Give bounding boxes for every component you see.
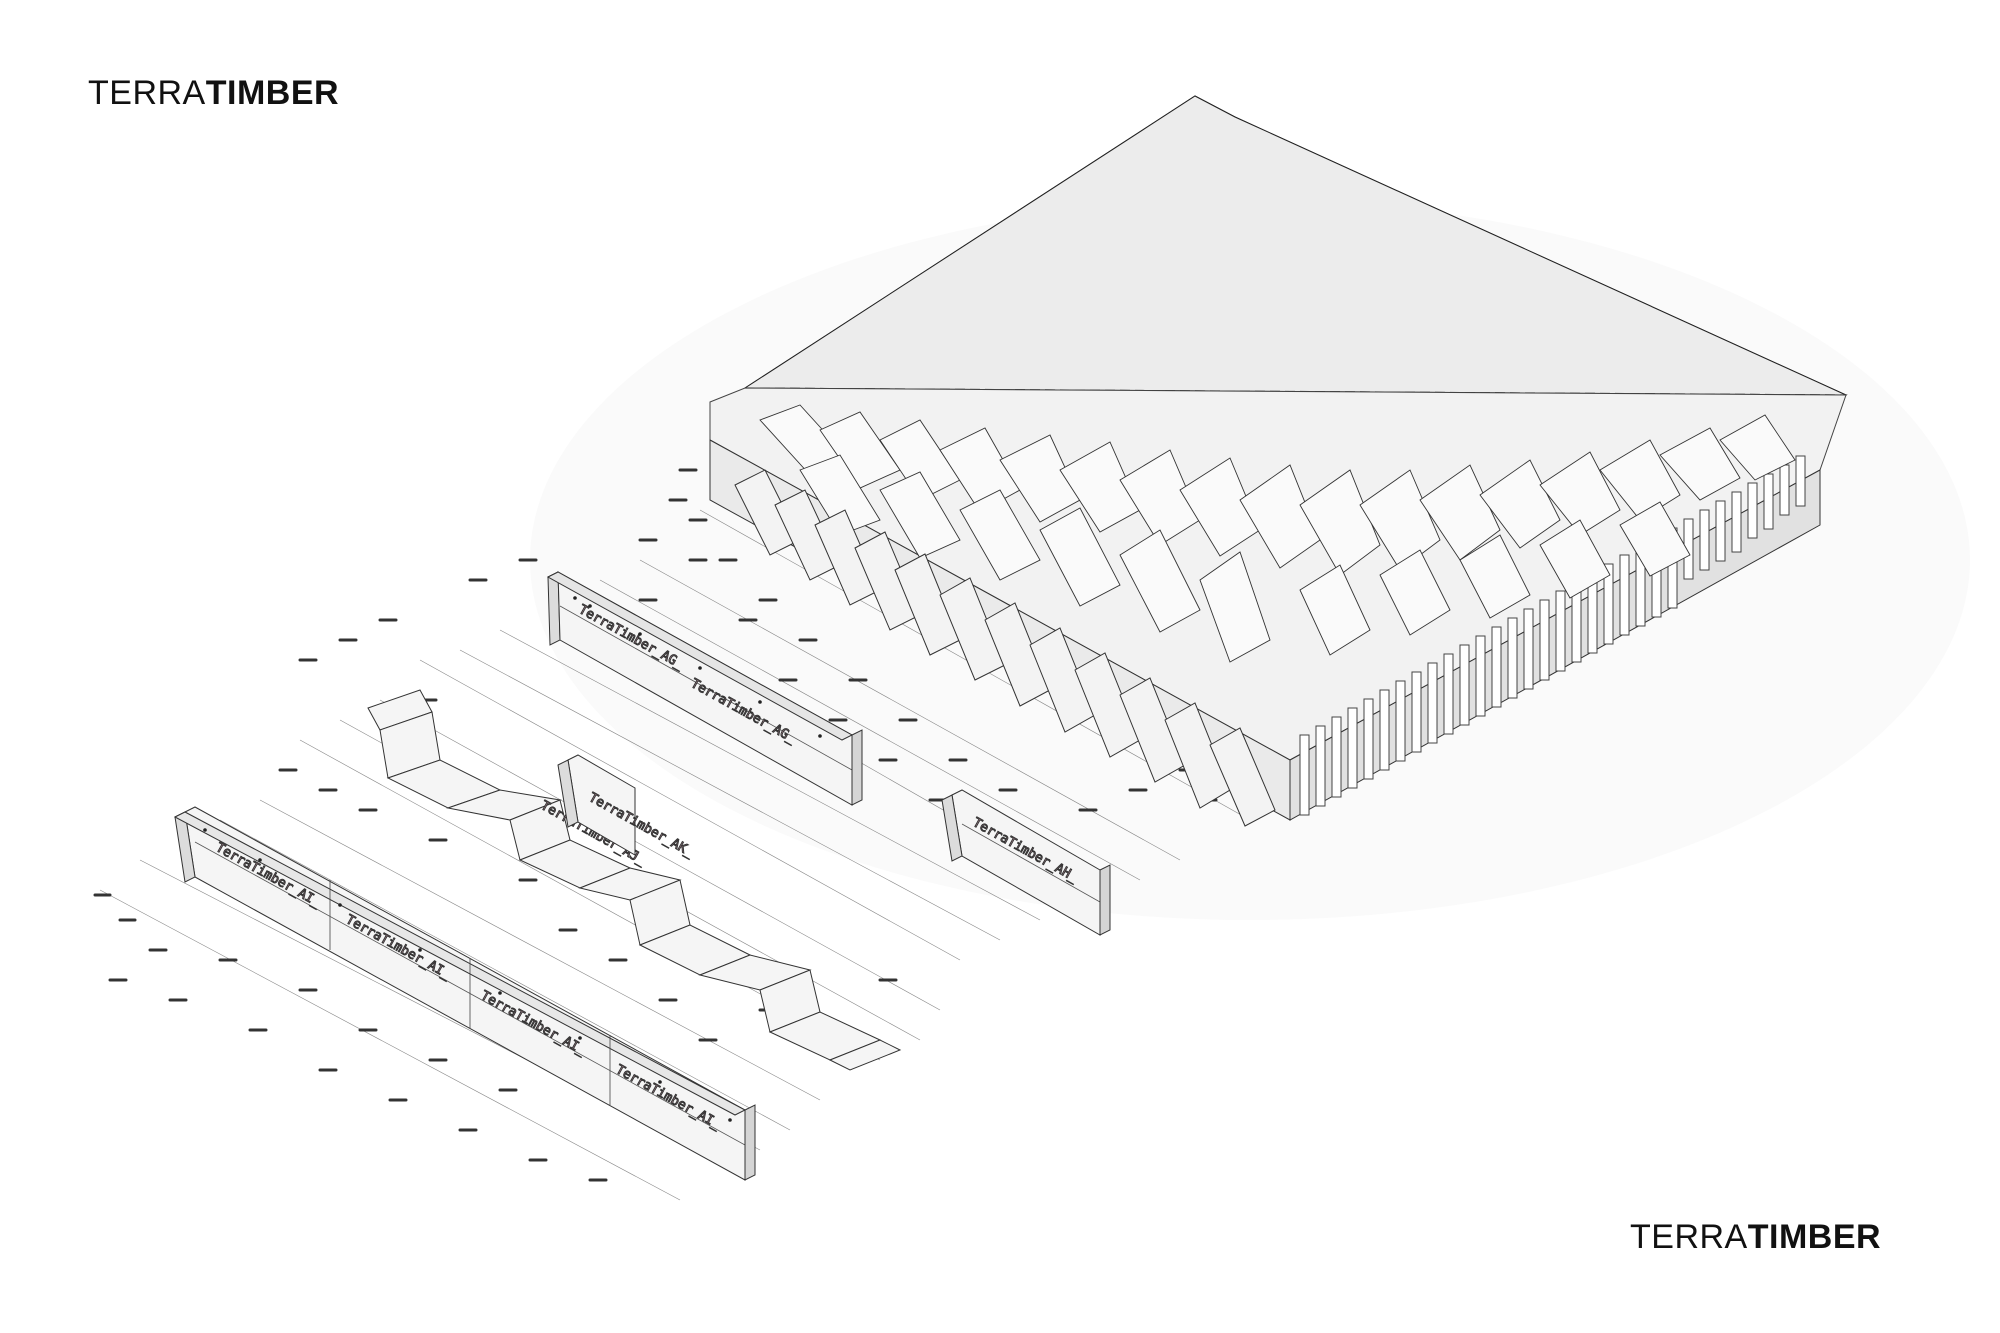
logo-timber-text: TIMBER <box>205 74 340 112</box>
panel-group-AI: TerraTimber_AI_ TerraTimber_AI_ TerraTim… <box>173 806 756 1181</box>
logo-terra-text: TERRA <box>1630 1218 1748 1256</box>
terratimber-logo-bottom: TERRATIMBER <box>1630 1218 1881 1257</box>
panel-dots <box>203 828 732 1122</box>
panel-group-AJ: TerraTimber_AJ_ <box>367 689 902 1071</box>
logo-terra-text: TERRA <box>88 74 206 112</box>
logo-timber-text: TIMBER <box>1747 1218 1882 1256</box>
right-face-ribs <box>1299 455 1806 816</box>
terratimber-logo-top: TERRATIMBER <box>88 74 339 113</box>
wall-block <box>709 95 1848 827</box>
internal-fins <box>759 404 1796 663</box>
diagonal-panels <box>734 469 1276 827</box>
panel-dots <box>573 596 822 738</box>
